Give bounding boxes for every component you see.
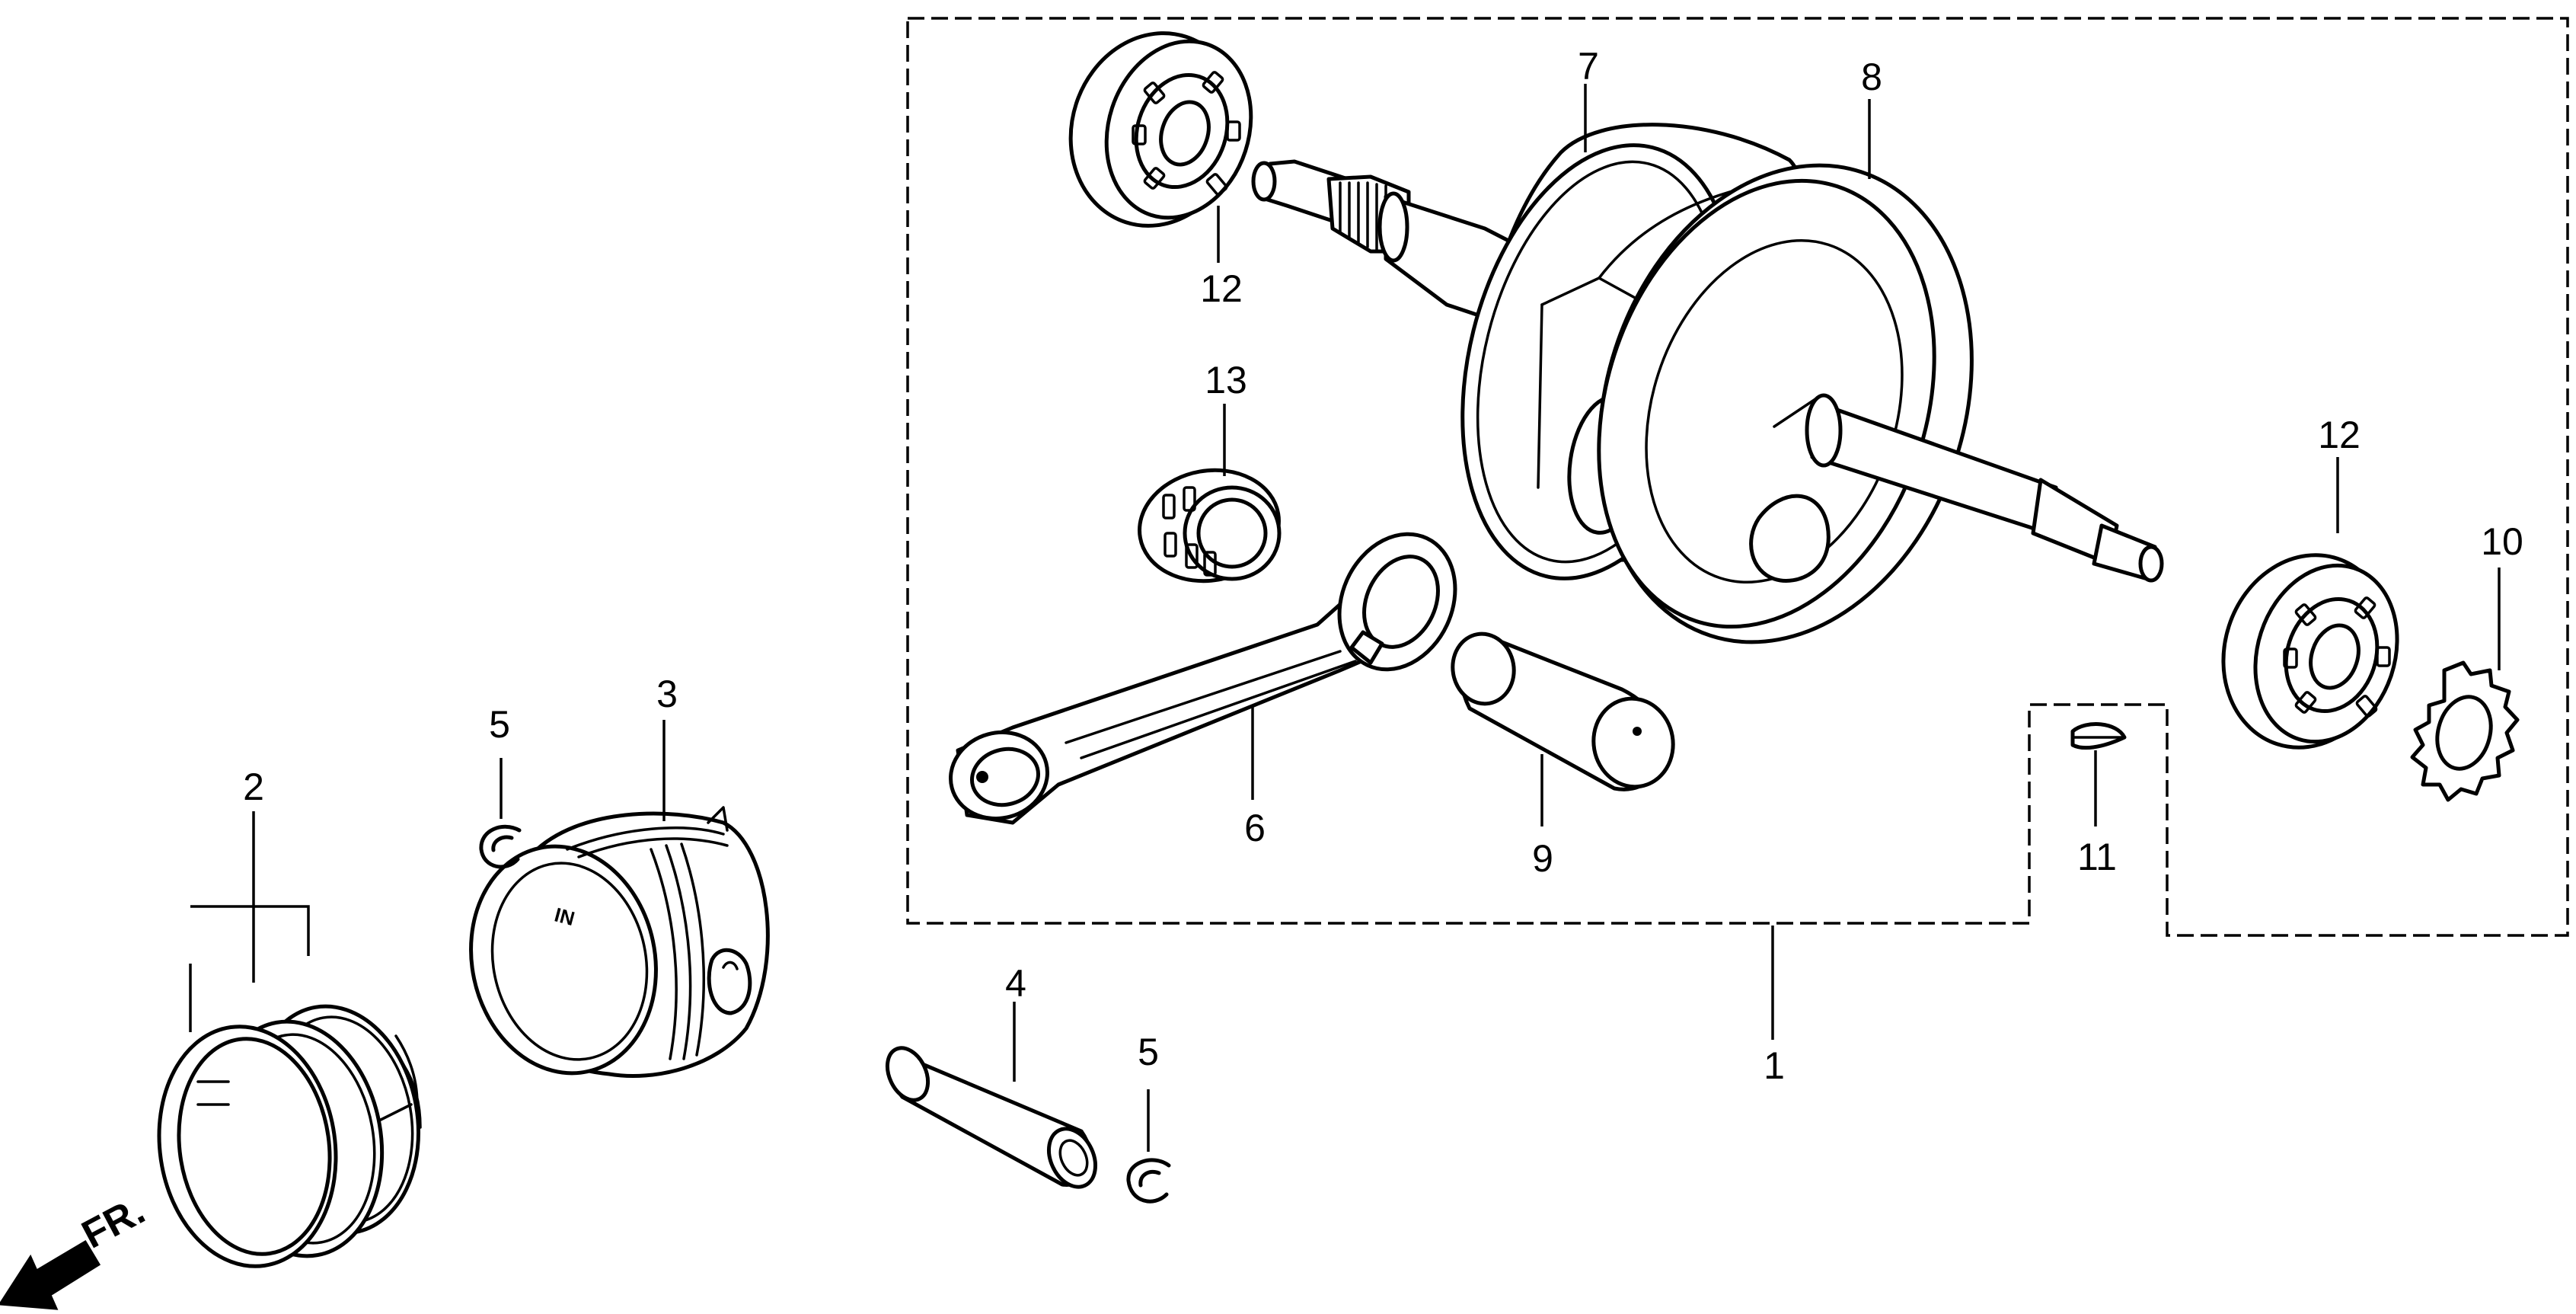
piston: IN xyxy=(469,806,770,1078)
callout-5-upper: 5 xyxy=(489,703,510,746)
connecting-rod xyxy=(949,532,1457,825)
callout-9: 9 xyxy=(1532,837,1553,880)
right-flywheel xyxy=(1597,163,1974,644)
piston-ring-set xyxy=(157,1004,422,1268)
callout-10: 10 xyxy=(2481,520,2523,563)
crank-pin xyxy=(1451,631,1675,791)
callout-3: 3 xyxy=(656,673,678,715)
callout-7: 7 xyxy=(1578,45,1599,88)
callout-1: 1 xyxy=(1764,1044,1785,1087)
right-ball-bearing xyxy=(2221,553,2399,750)
piston-pin xyxy=(885,1046,1097,1189)
timing-sprocket xyxy=(2410,660,2520,802)
callout-12-right: 12 xyxy=(2318,414,2361,456)
ring-bracket xyxy=(189,811,310,1032)
callout-4: 4 xyxy=(1005,962,1026,1005)
needle-bearing xyxy=(1138,468,1282,583)
piston-pin-clip-upper xyxy=(479,824,522,869)
callout-6: 6 xyxy=(1244,807,1266,849)
callout-11: 11 xyxy=(2077,836,2117,878)
callout-13: 13 xyxy=(1205,359,1247,401)
front-direction-arrow-icon xyxy=(0,1239,101,1310)
callout-5-lower: 5 xyxy=(1138,1031,1159,1073)
woodruff-key xyxy=(2070,722,2127,750)
crankshaft-assembly-boundary xyxy=(906,17,2569,937)
callout-2: 2 xyxy=(243,766,264,808)
crankshaft-left-shaft xyxy=(1251,159,1514,322)
piston-pin-clip-lower xyxy=(1126,1158,1171,1204)
crankshaft-right-shaft xyxy=(1805,393,2164,583)
callout-8: 8 xyxy=(1861,56,1882,98)
left-ball-bearing xyxy=(1068,31,1253,228)
callout-12-left: 12 xyxy=(1200,267,1243,310)
